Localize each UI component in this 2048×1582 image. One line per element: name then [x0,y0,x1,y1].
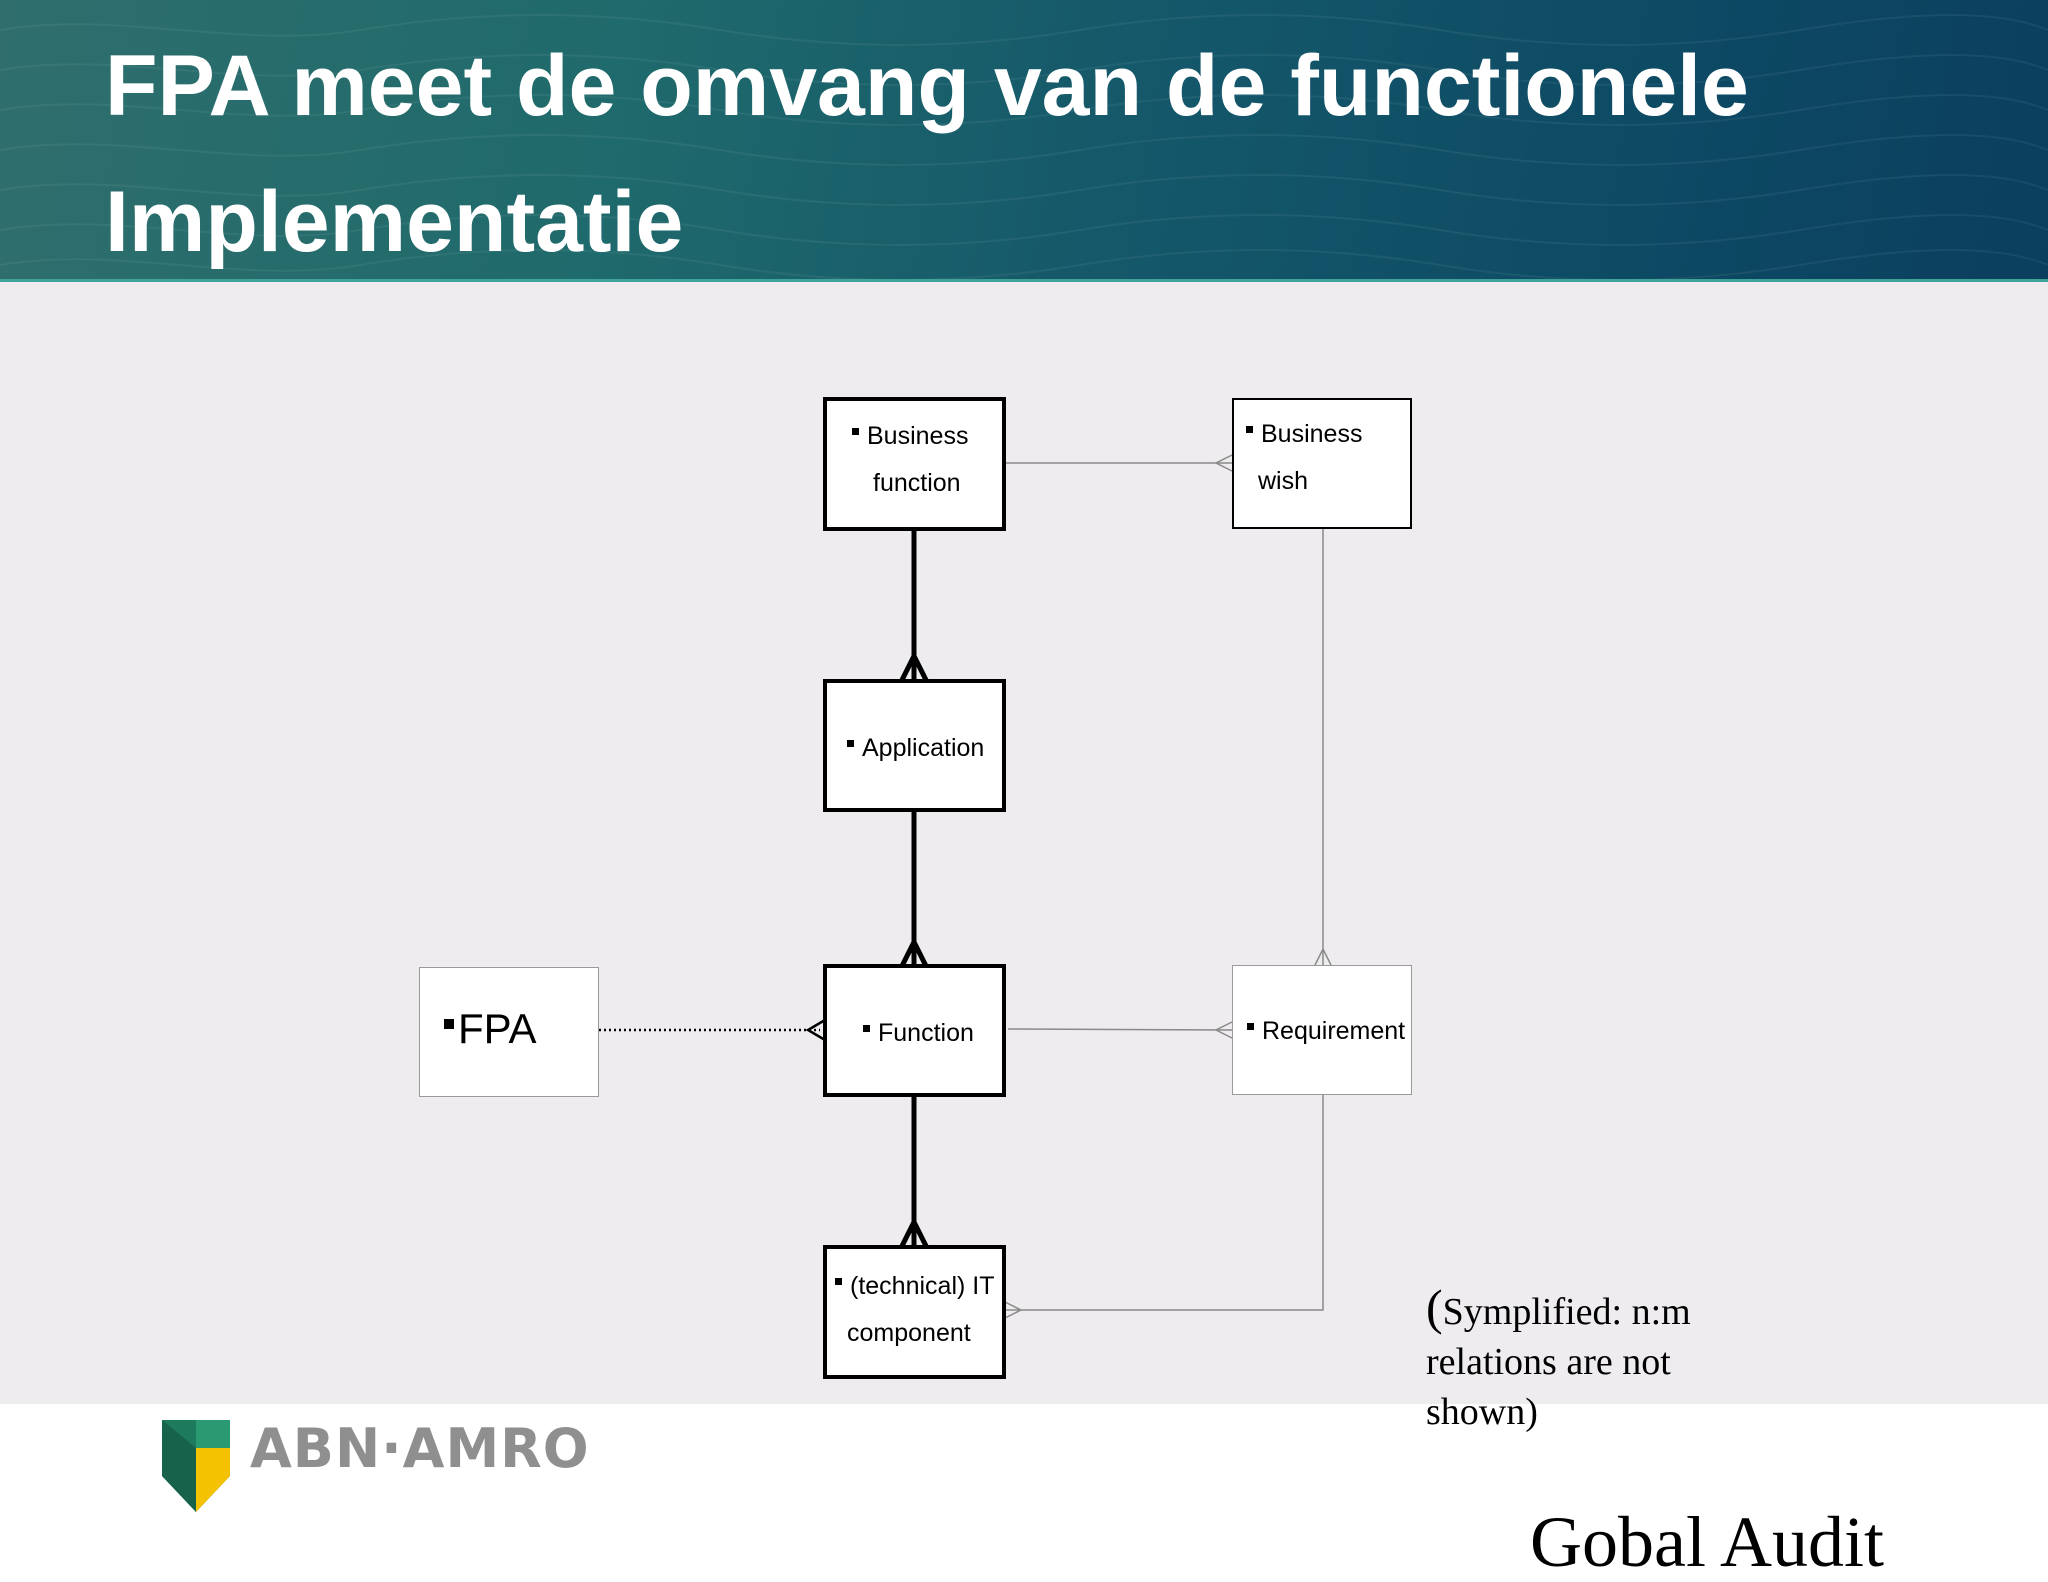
box-requirement: Requirement [1232,965,1412,1095]
slide-title: FPA meet de omvang van de functionele Im… [105,38,1749,270]
bullet-icon [863,1024,870,1032]
box-it-component: (technical) IT component [823,1245,1006,1379]
business-function-line1: Business [867,422,969,450]
fpa-label: FPA [458,1005,537,1052]
bullet-icon [1246,425,1253,433]
note-line3: shown) [1426,1391,1538,1433]
note-line2: relations are not [1426,1341,1671,1383]
link-requirement-it-component [1005,1094,1324,1311]
business-wish-line1: Business [1261,420,1363,448]
diagram-area: Business function Business wish Applicat… [0,282,2048,1404]
brand-wordmark: ABN·AMRO [250,1417,590,1480]
crowsfoot-it-component-right [1004,1301,1023,1319]
simplification-note: (Symplified: n:m relations are not shown… [1426,1282,1746,1437]
crowsfoot-business-wish [1214,454,1233,472]
note-line1: Symplified: n:m [1442,1291,1691,1333]
application-label: Application [862,734,985,762]
requirement-label: Requirement [1262,1017,1406,1045]
bullet-icon [847,739,854,747]
bullet-icon [852,427,859,435]
function-label: Function [878,1019,974,1047]
bullet-icon [835,1277,842,1285]
box-fpa: FPA [419,967,599,1097]
it-component-line1: (technical) IT [850,1272,995,1300]
box-function: Function [823,964,1006,1097]
abn-amro-shield-logo [162,1420,230,1512]
header-divider [0,279,2048,282]
box-business-function: Business function [823,397,1006,531]
header-wave-pattern [0,14,2048,281]
crowsfoot-requirement-top [1314,947,1332,966]
bullet-icon [1247,1022,1254,1030]
business-wish-line2: wish [1258,467,1309,495]
crowsfoot-fpa [805,1018,826,1042]
box-application: Application [823,679,1006,812]
it-component-line2: component [847,1319,971,1347]
crowsfoot-function [899,936,929,968]
link-function-requirement [1007,1028,1233,1031]
bullet-icon [444,1018,454,1029]
box-business-wish: Business wish [1232,398,1412,529]
diagram-connectors [599,454,1332,1319]
crowsfoot-requirement-left [1214,1021,1233,1039]
business-function-line2: function [873,469,961,497]
crowsfoot-application [899,650,929,682]
slide-header: FPA meet de omvang van de functionele Im… [0,0,2048,282]
note-open-paren: ( [1426,1279,1443,1335]
footer-partial-text: Gobal Audit [1530,1502,1884,1582]
crowsfoot-it-component [899,1216,929,1248]
